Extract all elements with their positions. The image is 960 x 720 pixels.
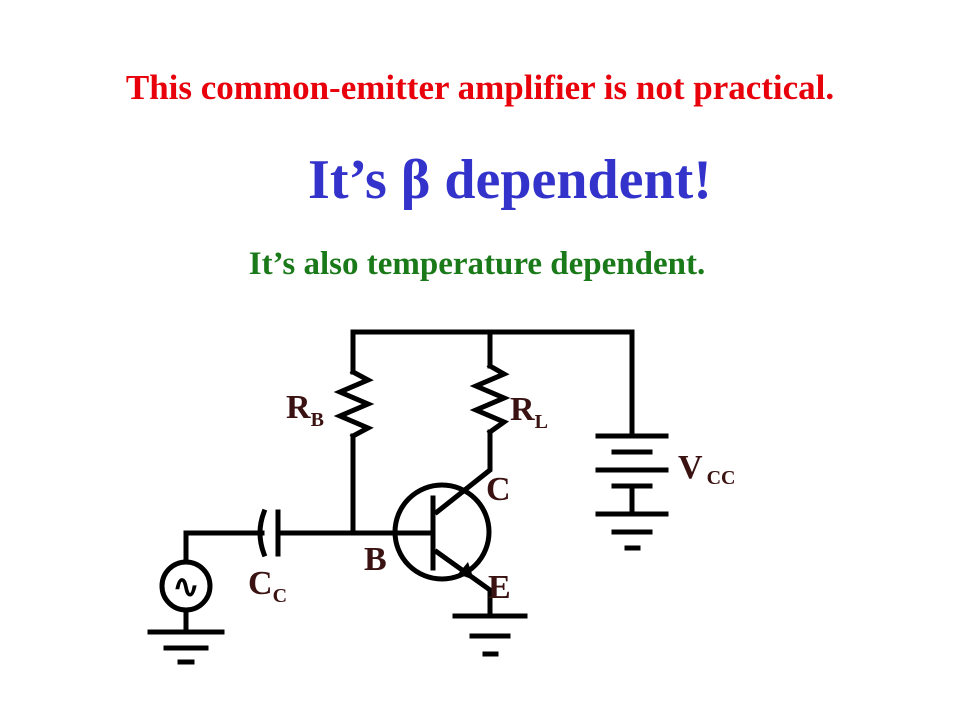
- collector-wire: [433, 429, 493, 516]
- collector-label: C: [486, 471, 511, 508]
- transistor-body: [392, 482, 492, 582]
- base-resistor: [333, 368, 375, 440]
- rb-label: RB: [286, 389, 324, 431]
- emitter-wire: [433, 548, 493, 615]
- base-label: B: [364, 541, 387, 578]
- emitter-arrow: [458, 562, 474, 580]
- capacitor-plate-left: [257, 508, 268, 558]
- emitter-label: E: [488, 569, 511, 606]
- headline: It’s β dependent!: [308, 149, 712, 211]
- subtitle: It’s also temperature dependent.: [248, 246, 706, 282]
- source-wire: [183, 530, 265, 561]
- load-resistor: [469, 362, 511, 436]
- cc-label: CC: [248, 565, 287, 607]
- rl-label: RL: [510, 391, 548, 433]
- ac-source-symbol: ∿: [172, 567, 201, 607]
- slide-title: This common-emitter amplifier is not pra…: [125, 68, 835, 107]
